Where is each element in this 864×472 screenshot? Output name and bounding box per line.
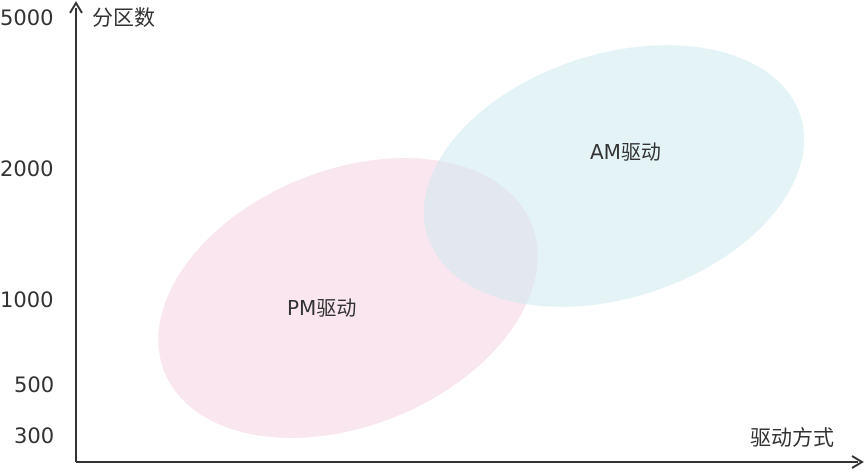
y-axis-title: 分区数 xyxy=(92,6,155,30)
y-tick-label: 5000 xyxy=(0,6,53,30)
pm-drive-label: PM驱动 xyxy=(287,296,356,320)
y-tick-labels: 5000 2000 1000 500 300 xyxy=(0,6,54,448)
am-drive-region xyxy=(423,45,805,307)
y-tick-label: 300 xyxy=(14,424,54,448)
y-tick-label: 2000 xyxy=(0,157,53,181)
x-axis-title: 驱动方式 xyxy=(750,426,834,450)
x-axis-arrow xyxy=(851,455,864,469)
y-tick-label: 500 xyxy=(14,373,54,397)
am-drive-label: AM驱动 xyxy=(590,140,661,164)
y-tick-label: 1000 xyxy=(0,288,53,312)
axes xyxy=(69,1,864,469)
y-axis-arrow xyxy=(69,1,83,14)
